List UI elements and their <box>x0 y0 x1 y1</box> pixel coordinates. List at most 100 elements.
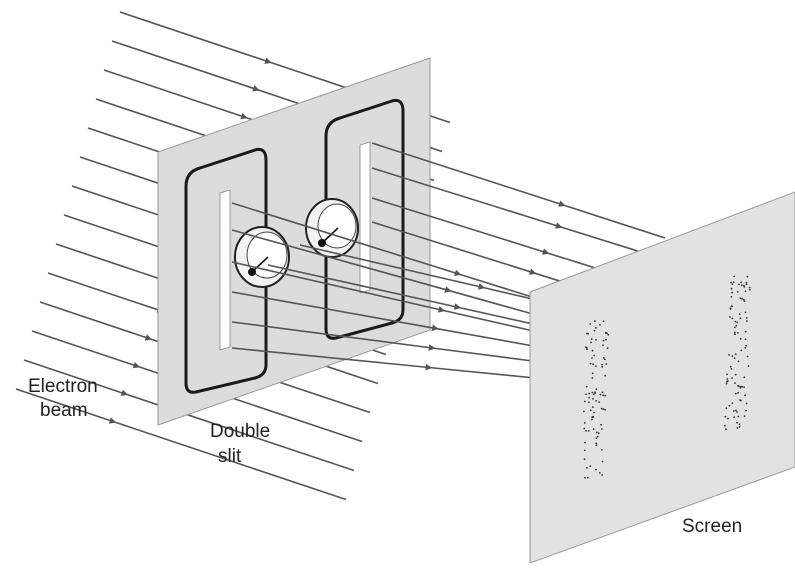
electron-hit-dot <box>749 288 751 291</box>
electron-hit-dot <box>741 297 743 300</box>
screen-label: Screen <box>682 516 742 537</box>
electron-hit-dot <box>585 393 587 396</box>
electron-hit-dot <box>601 363 603 366</box>
electron-hit-dot <box>739 337 742 340</box>
electron-hit-dot <box>738 426 741 428</box>
outgoing-ray-arrow <box>231 229 452 293</box>
electron-hit-dot <box>588 396 590 399</box>
electron-hit-dot <box>734 353 737 356</box>
detector-loop-left <box>184 148 268 394</box>
electron-hit-dot <box>589 362 592 365</box>
electron-hit-dot <box>604 409 607 411</box>
electron-hit-dot <box>745 344 747 347</box>
electron-hit-dot <box>744 311 747 314</box>
outgoing-ray-arrow <box>371 197 550 255</box>
electron-hit-dot <box>744 394 746 397</box>
electron-hit-dot <box>590 338 593 340</box>
electron-hit-dot <box>735 409 737 412</box>
electron-hit-dot <box>587 430 590 432</box>
electron-hit-dot <box>726 373 728 376</box>
electron-hit-dot <box>591 377 594 379</box>
electron-hit-dot <box>597 432 600 435</box>
electron-hit-dot <box>724 424 726 427</box>
electron-hit-dot <box>748 286 751 289</box>
outgoing-ray-arrow <box>371 221 537 275</box>
incoming-ray-arrow <box>39 301 153 341</box>
electron-hit-dot <box>592 398 594 400</box>
electron-hit-dot <box>587 332 589 335</box>
electron-hit-dot <box>731 355 734 357</box>
electron-hit-dot <box>601 460 604 463</box>
electron-hit-dot <box>734 382 736 384</box>
electron-hit-dot <box>743 286 746 288</box>
outgoing-ray <box>435 327 546 349</box>
electron-hit-dot <box>728 353 730 356</box>
electron-hit-dot <box>735 324 738 327</box>
incoming-ray-arrow <box>119 11 272 64</box>
outgoing-ray-arrow <box>231 261 446 313</box>
electron-hit-dot <box>584 441 586 444</box>
electron-hit-dot <box>737 415 740 418</box>
outgoing-ray-arrow <box>231 291 439 332</box>
electron-hit-dot <box>601 474 603 476</box>
electron-hit-dot <box>740 284 743 287</box>
electron-hit-dot <box>733 410 735 412</box>
electron-hit-dot <box>593 411 595 414</box>
hit-pattern-left <box>583 320 610 479</box>
electron-hit-dot <box>729 307 732 310</box>
electron-hit-dot <box>730 281 732 284</box>
electron-hit-dot <box>743 415 746 417</box>
electron-hit-dot <box>600 428 603 430</box>
electron-hit-dot <box>592 416 595 418</box>
electron-hit-dot <box>744 330 747 333</box>
incoming-ray-arrow <box>111 40 260 92</box>
electron-hit-dot <box>737 384 739 387</box>
electron-hit-dot <box>742 298 745 301</box>
electron-hit-dot <box>595 339 597 341</box>
electron-hit-dot <box>602 344 604 347</box>
detector-loop-right <box>324 99 405 340</box>
electron-hit-dot <box>743 376 746 379</box>
outgoing-ray-arrow <box>231 321 436 351</box>
electron-hit-dot <box>595 444 598 447</box>
electron-hit-dot <box>747 365 750 367</box>
electron-hit-dot <box>592 363 594 366</box>
electron-hit-dot <box>725 382 728 385</box>
electron-hit-dot <box>592 428 595 431</box>
electron-hit-dot <box>588 392 591 395</box>
electron-hit-dot <box>605 363 608 365</box>
electron-hit-dot <box>733 416 736 418</box>
double-slit-plate <box>157 57 431 426</box>
electron-hit-dot <box>595 437 598 440</box>
electron-hit-dot <box>600 423 602 426</box>
electron-hit-dot <box>726 378 729 380</box>
outgoing-ray-arrow <box>231 202 462 277</box>
electron-hit-dot <box>728 404 731 407</box>
electron-hit-dot <box>727 417 729 420</box>
electron-hit-dot <box>730 296 733 298</box>
electron-hit-dot <box>584 476 586 479</box>
electron-hit-dot <box>745 402 748 405</box>
electron-hit-dot <box>604 394 607 397</box>
electron-beam-label-line1: Electron <box>28 376 98 397</box>
electron-hit-dot <box>745 281 748 284</box>
electron-hit-dot <box>583 422 586 424</box>
electron-hit-dot <box>602 339 605 342</box>
electron-hit-dot <box>731 291 733 294</box>
electron-hit-dot <box>604 374 607 377</box>
electron-hit-dot <box>746 275 749 278</box>
electron-hit-dot <box>594 327 597 329</box>
electron-hit-dot <box>605 331 607 334</box>
slit-right <box>359 141 371 294</box>
incoming-ray-arrow <box>55 243 177 286</box>
electron-hit-dot <box>600 407 603 410</box>
electron-hit-dot <box>734 333 736 336</box>
electron-hit-dot <box>593 354 596 357</box>
outgoing-ray-arrow <box>371 142 566 207</box>
electron-hit-dot <box>746 355 749 358</box>
electron-hit-dot <box>604 358 606 361</box>
incoming-ray-arrow <box>103 69 248 120</box>
electron-hit-dot <box>601 449 603 451</box>
electron-hit-dot <box>595 365 597 367</box>
